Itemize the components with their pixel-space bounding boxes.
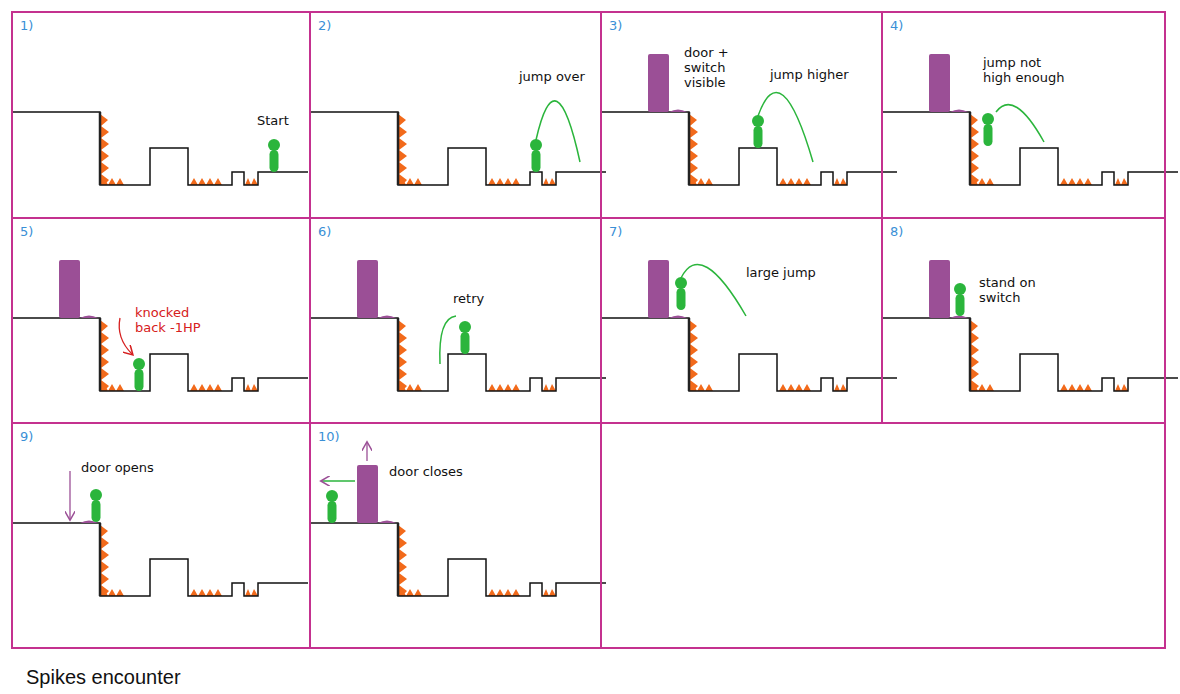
annotation: stand on switch bbox=[977, 275, 1045, 305]
annotation: jump higher bbox=[768, 67, 851, 82]
panel-number: 8) bbox=[890, 224, 903, 239]
annotation: jump not high enough bbox=[981, 55, 1075, 85]
storyboard-panel: 7) large jump bbox=[600, 217, 883, 424]
storyboard-panel: 8) stand on switch bbox=[881, 217, 1166, 424]
panel-number: 9) bbox=[20, 429, 33, 444]
panel-number: 2) bbox=[318, 18, 331, 33]
panel-number: 4) bbox=[890, 18, 903, 33]
annotation: large jump bbox=[744, 265, 818, 280]
storyboard-panel: 5) knocked back -1HP bbox=[11, 217, 311, 424]
caption: Spikes encounter bbox=[26, 666, 181, 689]
annotation: knocked back -1HP bbox=[133, 305, 221, 335]
annotation: retry bbox=[451, 291, 486, 306]
storyboard-panel: 4) jump not high enough bbox=[881, 11, 1166, 219]
panel-number: 5) bbox=[20, 224, 33, 239]
panel-number: 7) bbox=[609, 224, 622, 239]
annotation: door + switch visible bbox=[682, 45, 770, 90]
panel-number: 10) bbox=[318, 429, 340, 444]
storyboard-panel: 10) door closes bbox=[309, 422, 602, 649]
panel-number: 3) bbox=[609, 18, 622, 33]
storyboard-panel: 1) Start bbox=[11, 11, 311, 219]
annotation: Start bbox=[255, 113, 291, 128]
panel-number: 6) bbox=[318, 224, 331, 239]
storyboard-panel: 9) door opens bbox=[11, 422, 311, 649]
annotation: jump over bbox=[517, 69, 587, 84]
annotation: door opens bbox=[79, 460, 156, 475]
storyboard-panel: 3) door + switch visiblejump higher bbox=[600, 11, 883, 219]
annotation: door closes bbox=[387, 464, 465, 479]
storyboard-panel: 6) retry bbox=[309, 217, 602, 424]
panel-number: 1) bbox=[20, 18, 33, 33]
storyboard-panel: 2) jump over bbox=[309, 11, 602, 219]
